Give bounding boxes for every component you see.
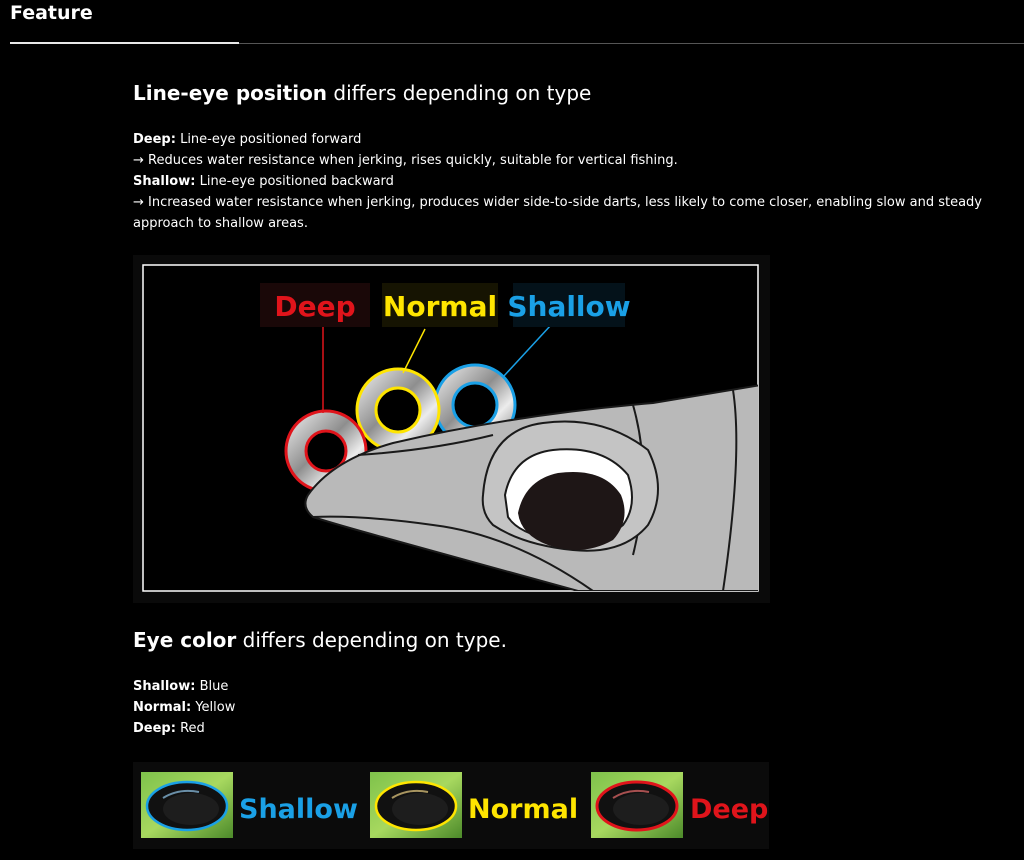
desc-label: Deep: [133,132,176,147]
diagram-label-deep: Deep [274,290,355,323]
line-eye-section-title: Line-eye position differs depending on t… [133,81,591,105]
desc-text: Yellow [191,700,236,715]
desc-text: → Increased water resistance when jerkin… [133,195,982,231]
eye-sample-normal: Normal [370,772,578,838]
desc-text: Blue [195,679,229,694]
heading-divider [10,43,1024,44]
eye-sample-label: Shallow [239,794,358,825]
desc-text: Line-eye positioned forward [175,132,362,147]
eye-color-description: Shallow: Blue Normal: Yellow Deep: Red [133,676,1013,739]
page-heading: Feature [10,2,93,24]
leader-shallow [502,324,552,378]
eye-sample-deep: Deep [591,772,768,838]
diagram-label-shallow: Shallow [507,290,630,323]
eye-color-samples: Shallow Normal Deep [133,762,769,849]
desc-text: → Reduces water resistance when jerking,… [133,153,678,168]
ring-normal [355,367,441,453]
lure-eye-pupil [518,471,625,550]
line-eye-title-bold: Line-eye position [133,81,328,105]
eye-sample-shallow: Shallow [141,772,358,838]
eye-color-title-bold: Eye color [133,628,237,652]
desc-label: Shallow: [133,174,196,189]
eye-sample-label: Normal [468,794,578,825]
eye-color-section-title: Eye color differs depending on type. [133,628,507,652]
eye-color-title-rest: differs depending on type. [236,628,507,652]
desc-text: Line-eye positioned backward [195,174,394,189]
eye-sample-label: Deep [690,794,768,825]
line-eye-description: Deep: Line-eye positioned forward → Redu… [133,129,1013,234]
desc-label: Shallow: [133,679,196,694]
leader-normal [402,328,426,374]
desc-label: Deep: [133,721,176,736]
desc-text: Red [175,721,205,736]
desc-label: Normal: [133,700,192,715]
heading-divider-accent [10,42,239,44]
line-eye-diagram: Deep Normal Shallow [133,255,770,603]
diagram-label-normal: Normal [383,290,497,323]
line-eye-title-rest: differs depending on type [327,81,592,105]
